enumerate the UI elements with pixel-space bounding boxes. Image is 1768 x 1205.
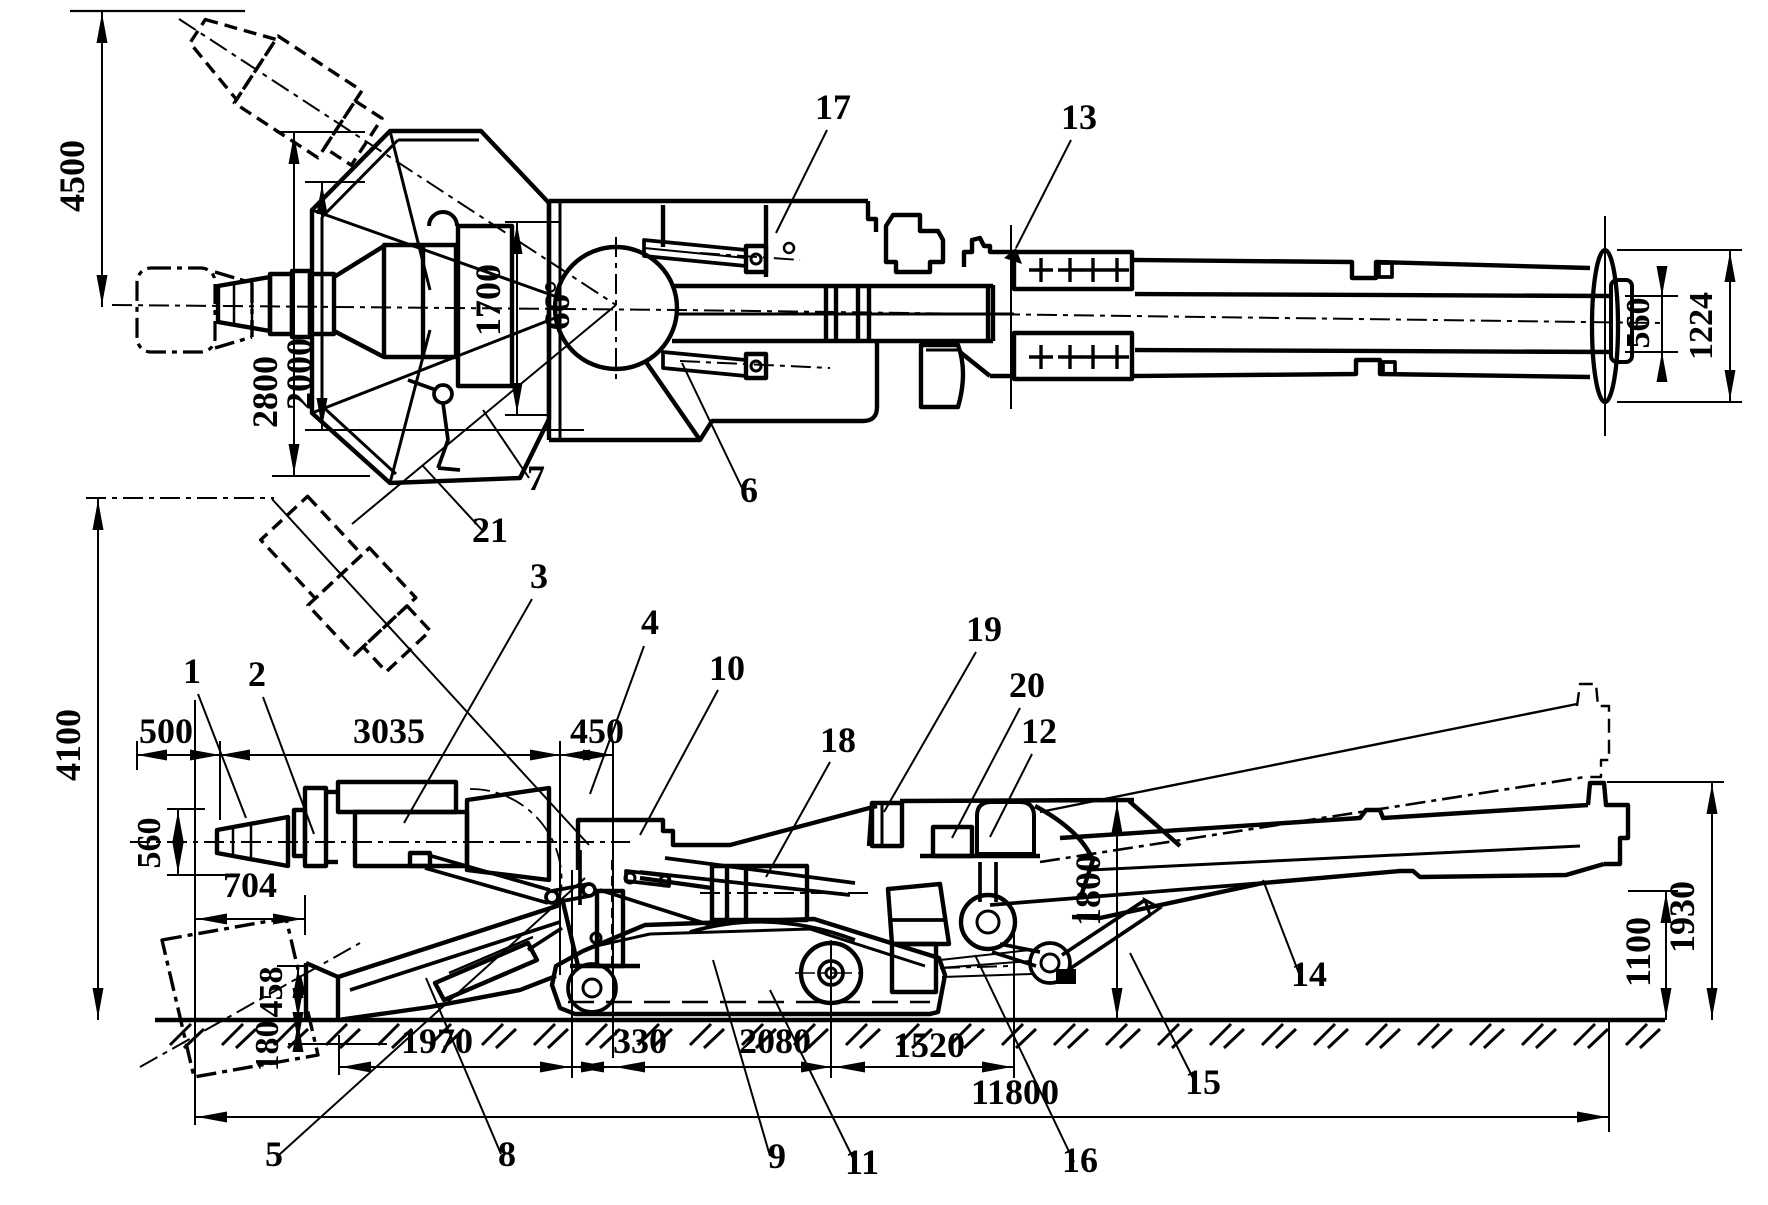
svg-text:2080: 2080: [739, 1021, 811, 1061]
svg-text:13: 13: [1061, 97, 1097, 137]
svg-text:1: 1: [183, 651, 201, 691]
svg-text:458: 458: [253, 967, 290, 1018]
svg-text:4100: 4100: [48, 709, 88, 781]
svg-text:3: 3: [530, 556, 548, 596]
svg-text:18: 18: [820, 720, 856, 760]
svg-text:11: 11: [845, 1142, 879, 1182]
svg-text:17: 17: [815, 87, 851, 127]
svg-text:21: 21: [472, 510, 508, 550]
svg-text:15: 15: [1185, 1062, 1221, 1102]
svg-text:5: 5: [265, 1134, 283, 1174]
svg-text:1100: 1100: [1618, 917, 1658, 987]
svg-text:4: 4: [641, 602, 659, 642]
svg-text:12: 12: [1021, 711, 1057, 751]
svg-text:4500: 4500: [52, 140, 92, 212]
svg-text:1224: 1224: [1683, 292, 1720, 360]
svg-text:3035: 3035: [353, 711, 425, 751]
svg-text:1700: 1700: [468, 264, 508, 336]
svg-text:500: 500: [139, 711, 193, 751]
svg-text:560: 560: [1620, 298, 1657, 349]
svg-text:704: 704: [223, 865, 277, 905]
svg-text:8: 8: [498, 1134, 516, 1174]
svg-text:9: 9: [768, 1136, 786, 1176]
svg-text:20: 20: [1009, 665, 1045, 705]
svg-text:14: 14: [1291, 954, 1327, 994]
svg-text:180: 180: [249, 1021, 286, 1072]
svg-text:7: 7: [527, 458, 545, 498]
svg-text:2: 2: [248, 654, 266, 694]
svg-text:66°: 66°: [537, 280, 577, 330]
svg-text:2000: 2000: [279, 338, 319, 410]
svg-text:330: 330: [613, 1021, 667, 1061]
svg-text:11800: 11800: [971, 1072, 1059, 1112]
svg-text:1970: 1970: [401, 1021, 473, 1061]
svg-text:1520: 1520: [893, 1025, 965, 1065]
svg-text:1800: 1800: [1068, 854, 1108, 926]
svg-text:560: 560: [131, 818, 168, 869]
svg-text:16: 16: [1062, 1140, 1098, 1180]
svg-text:19: 19: [966, 609, 1002, 649]
svg-text:10: 10: [709, 648, 745, 688]
svg-text:2800: 2800: [245, 356, 285, 428]
svg-text:6: 6: [740, 470, 758, 510]
svg-text:450: 450: [570, 711, 624, 751]
